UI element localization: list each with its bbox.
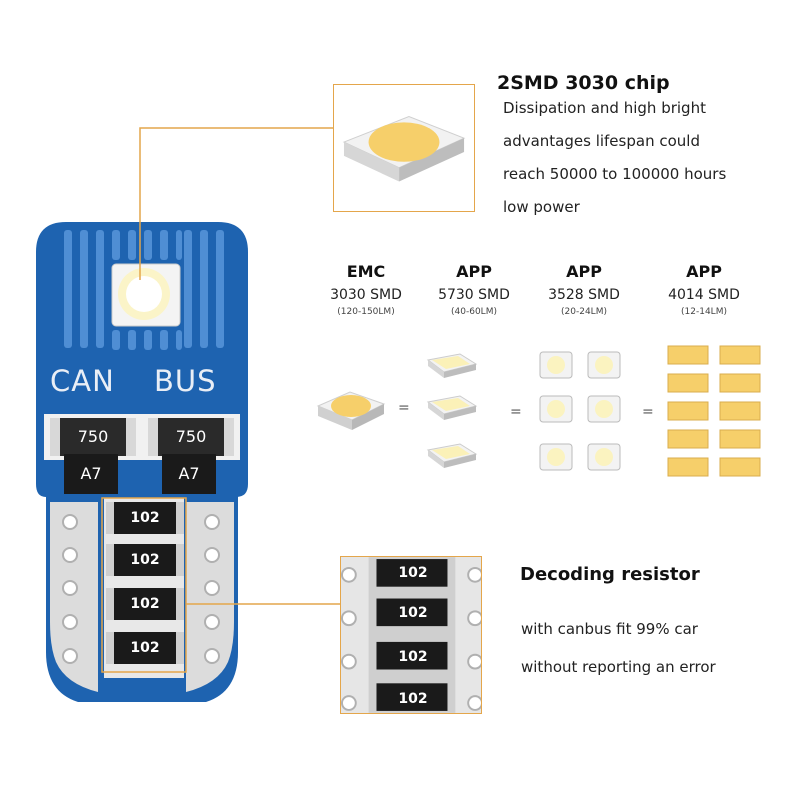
chip-4014-icon [719,457,761,477]
zoom-resistor-label: 102 [398,605,428,621]
compare-app-4014: APP 4014 SMD (12-14LM) [644,262,764,317]
chip-label: A7 [178,464,200,483]
chip-4014-icon [667,401,709,421]
chip-4014-icon [667,373,709,393]
brand-label: EMC [346,262,386,281]
chip-comparison-graphic [316,345,761,477]
chip-3528-icon [539,351,573,379]
chip-desc-line: advantages lifespan could [503,132,700,150]
chip-5730-icon [426,395,478,420]
chip-4014-icon [719,429,761,449]
chip-zoom-box [333,84,475,212]
resistor-label: 102 [130,596,160,612]
model-label: 3030 SMD [330,287,402,303]
resistor-title: Decoding resistor [520,564,700,585]
silkscreen-can: CAN [50,364,115,398]
lumen-label: (120-150LM) [337,307,395,317]
chip-4014-icon [719,345,761,365]
zoom-resistor-label: 102 [398,565,428,581]
equals-sign: = [398,400,410,416]
brand-label: APP [686,262,722,281]
component-label: 750 [77,427,109,446]
lumen-label: (20-24LM) [561,307,607,317]
lumen-label: (12-14LM) [681,307,727,317]
compare-app-3528: APP 3528 SMD (20-24LM) [524,262,644,317]
component-label: 750 [175,427,207,446]
model-label: 4014 SMD [668,287,740,303]
led-board: CAN BUS 750 750 A7 A7 102 102 102 102 [36,222,248,710]
chip-3528-icon [539,395,573,423]
chip-3528-icon [539,443,573,471]
chip-title: 2SMD 3030 chip [497,72,670,94]
chip-4014-icon [719,401,761,421]
chip-5730-icon [426,353,478,378]
resistor-label: 102 [130,552,160,568]
chip-3528-icon [587,351,621,379]
chip-5730-icon [426,443,478,468]
chip-3528-icon [587,443,621,471]
chip-4014-icon [667,429,709,449]
chip-label: A7 [80,464,102,483]
compare-app-5730: APP 5730 SMD (40-60LM) [414,262,534,317]
resistor-desc-line: without reporting an error [521,658,716,676]
zoom-resistor-label: 102 [398,649,428,665]
silkscreen-bus: BUS [154,364,217,398]
chip-4014-icon [667,345,709,365]
resistor-label: 102 [130,640,160,656]
chip-desc-line: reach 50000 to 100000 hours [503,165,727,183]
resistor-zoom-graphic [341,557,481,713]
chip-desc-line: Dissipation and high bright [503,99,706,117]
chip-desc-line: low power [503,198,580,216]
brand-label: APP [566,262,602,281]
zoom-resistor-label: 102 [398,691,428,707]
compare-emc-3030: EMC 3030 SMD (120-150LM) [306,262,426,317]
resistor-desc-line: with canbus fit 99% car [521,620,698,638]
brand-label: APP [456,262,492,281]
equals-sign: = [642,404,654,420]
equals-sign: = [510,404,522,420]
resistor-label: 102 [130,510,160,526]
lumen-label: (40-60LM) [451,307,497,317]
smd-chip-image [342,115,466,182]
chip-4014-icon [667,457,709,477]
model-label: 5730 SMD [438,287,510,303]
chip-description: Dissipation and high bright advantages l… [503,92,793,224]
model-label: 3528 SMD [548,287,620,303]
chip-3030-icon [316,391,386,430]
chip-3528-icon [587,395,621,423]
resistor-zoom-box: 102 102 102 102 [340,556,482,714]
chip-4014-icon [719,373,761,393]
